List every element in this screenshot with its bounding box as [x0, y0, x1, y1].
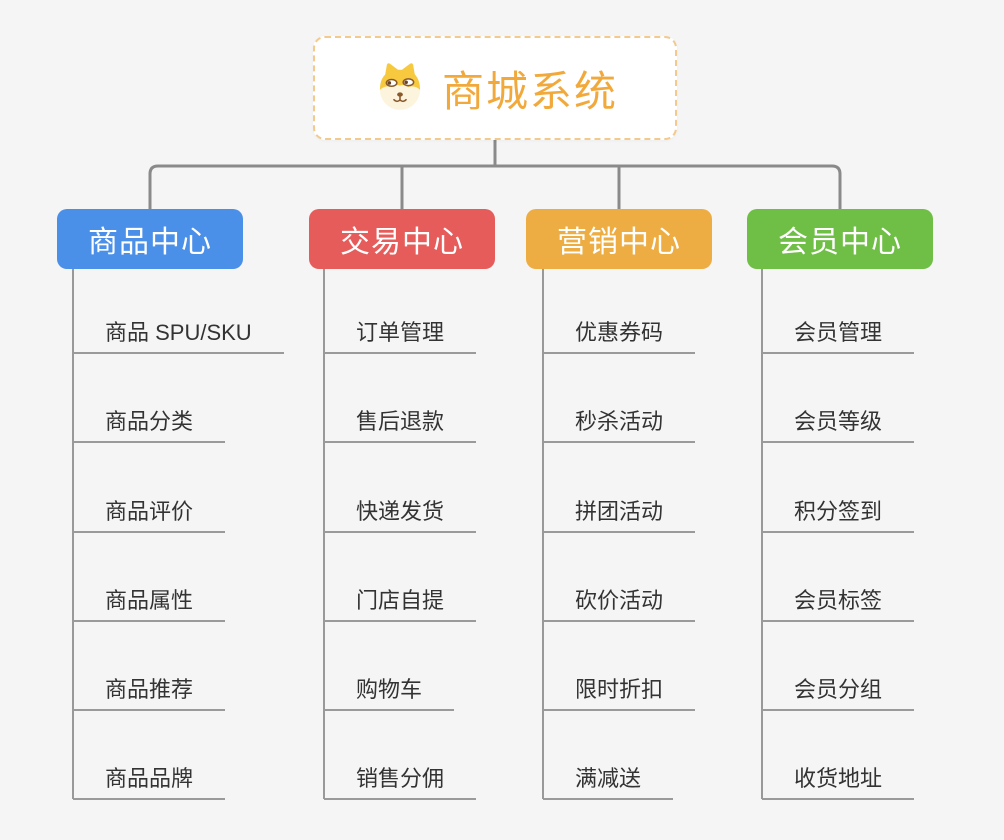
root-node[interactable]: 商城系统 [313, 36, 677, 140]
leaf-node[interactable]: 商品分类 [73, 409, 226, 443]
leaf-node[interactable]: 会员等级 [762, 409, 915, 443]
leaf-node[interactable]: 限时折扣 [543, 677, 696, 711]
leaf-node[interactable]: 售后退款 [324, 409, 477, 443]
leaf-node[interactable]: 销售分佣 [324, 766, 477, 800]
branch-label: 营销中心 [557, 226, 681, 259]
branch-box-product[interactable]: 商品中心 [57, 209, 243, 269]
leaf-node[interactable]: 商品评价 [73, 499, 226, 533]
leaf-node[interactable]: 收货地址 [762, 766, 915, 800]
leaf-node[interactable]: 快递发货 [324, 499, 477, 533]
leaf-node[interactable]: 会员管理 [762, 320, 915, 354]
branch-box-marketing[interactable]: 营销中心 [526, 209, 712, 269]
branch-label: 交易中心 [340, 226, 464, 259]
leaf-node[interactable]: 商品属性 [73, 588, 226, 622]
leaf-node[interactable]: 秒杀活动 [543, 409, 696, 443]
leaf-node[interactable]: 订单管理 [324, 320, 477, 354]
leaf-node[interactable]: 商品推荐 [73, 677, 226, 711]
root-label: 商城系统 [441, 67, 618, 115]
leaf-node[interactable]: 砍价活动 [543, 588, 696, 622]
leaf-node[interactable]: 门店自提 [324, 588, 477, 622]
branch-label: 会员中心 [778, 226, 902, 259]
leaf-node[interactable]: 积分签到 [762, 499, 915, 533]
leaf-node[interactable]: 拼团活动 [543, 499, 696, 533]
leaf-node[interactable]: 满减送 [543, 766, 674, 800]
leaf-node[interactable]: 购物车 [324, 677, 455, 711]
leaf-node[interactable]: 商品品牌 [73, 766, 226, 800]
leaf-node[interactable]: 商品 SPU/SKU [73, 320, 284, 354]
branch-box-member[interactable]: 会员中心 [747, 209, 933, 269]
branch-box-trade[interactable]: 交易中心 [309, 209, 495, 269]
leaf-node[interactable]: 优惠券码 [543, 320, 696, 354]
doge-face-icon [372, 60, 428, 116]
leaf-node[interactable]: 会员标签 [762, 588, 915, 622]
branch-label: 商品中心 [88, 226, 212, 259]
leaf-node[interactable]: 会员分组 [762, 677, 915, 711]
